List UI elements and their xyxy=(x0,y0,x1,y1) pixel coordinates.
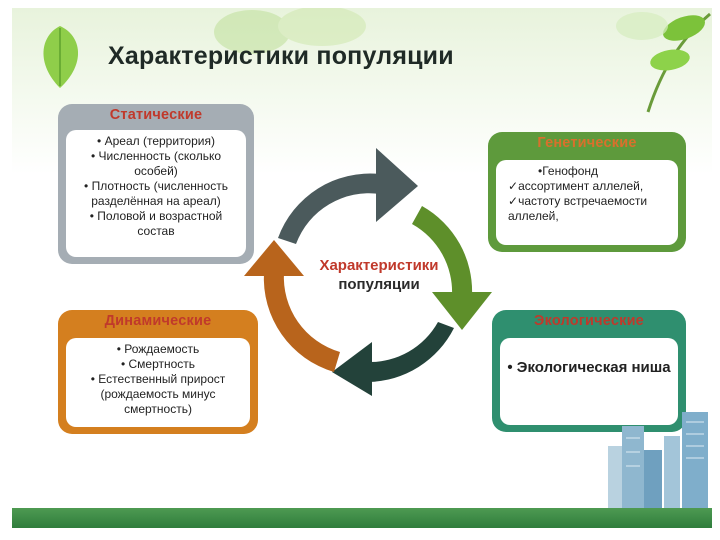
list-item: • Рождаемость xyxy=(116,342,200,356)
checkmark-icon: ✓ xyxy=(508,194,519,208)
bullet-dot: • xyxy=(116,342,121,356)
card-static-body: • Ареал (территория) • Численность (скол… xyxy=(66,130,246,257)
branch-decoration xyxy=(616,12,711,113)
card-genetic-title: Генетические xyxy=(537,135,637,151)
list-item: • Смертность xyxy=(120,357,196,371)
arrow-right xyxy=(412,206,473,296)
slide: Характеристики популяции Характеристики … xyxy=(12,8,712,528)
checkmark-icon: ✓ xyxy=(508,179,519,193)
list-item: • Ареал (территория) xyxy=(97,134,215,148)
card-ecological: Экологические • Экологическая ниша xyxy=(492,310,686,432)
arrow-bottom-head xyxy=(332,342,372,396)
center-label-line1: Характеристики xyxy=(319,257,439,274)
bullet-dot: • xyxy=(97,134,102,148)
card-static-title: Статические xyxy=(109,107,203,123)
city-buildings-illustration xyxy=(608,412,708,516)
list-item: ✓частоту встречаемости аллелей, xyxy=(508,194,648,223)
bullet-dot: • xyxy=(84,179,89,193)
card-genetic-body: •Генофонд ✓ассортимент аллелей, ✓частоту… xyxy=(496,160,678,245)
card-genetic: Генетические •Генофонд ✓ассортимент алле… xyxy=(488,132,686,252)
arrow-top-head xyxy=(376,148,418,222)
card-ecological-title: Экологические xyxy=(534,313,644,329)
bullet-dot: • xyxy=(507,359,513,376)
leaf-decoration-blurred xyxy=(214,8,366,54)
card-dynamic-title: Динамические xyxy=(104,313,212,329)
list-item: • Экологическая ниша xyxy=(507,359,671,376)
slide-title: Характеристики популяции xyxy=(108,42,454,70)
cycle-diagram xyxy=(244,148,492,396)
leaf-decoration xyxy=(43,26,79,88)
card-static: Статические • Ареал (территория) • Числе… xyxy=(58,104,254,264)
footer-bar xyxy=(12,508,712,528)
bullet-dot: • xyxy=(90,149,96,163)
list-item: • Половой и возрастной состав xyxy=(89,209,223,238)
arrow-right-head xyxy=(432,292,492,330)
arrow-top xyxy=(278,173,380,244)
card-dynamic-body: • Рождаемость • Смертность • Естественны… xyxy=(66,338,250,427)
center-label: Характеристики популяции xyxy=(298,256,460,294)
list-item: •Генофонд xyxy=(538,164,599,178)
card-ecological-body: • Экологическая ниша xyxy=(500,338,678,425)
card-dynamic: Динамические • Рождаемость • Смертность … xyxy=(58,310,258,434)
list-item: ✓ассортимент аллелей, xyxy=(508,179,644,193)
center-label-line2: популяции xyxy=(338,276,420,293)
arrow-left xyxy=(263,272,340,372)
list-item: • Численность (сколько особей) xyxy=(90,149,222,178)
bullet-dot: • xyxy=(538,164,543,178)
bullet-dot: • xyxy=(120,357,126,371)
bullet-dot: • xyxy=(89,209,94,223)
list-item: • Плотность (численность разделённая на … xyxy=(84,179,228,208)
arrow-bottom xyxy=(368,322,454,382)
list-item: • Естественный прирост (рождаемость мину… xyxy=(90,372,226,416)
bullet-dot: • xyxy=(90,372,95,386)
arrow-left-head xyxy=(244,240,304,276)
